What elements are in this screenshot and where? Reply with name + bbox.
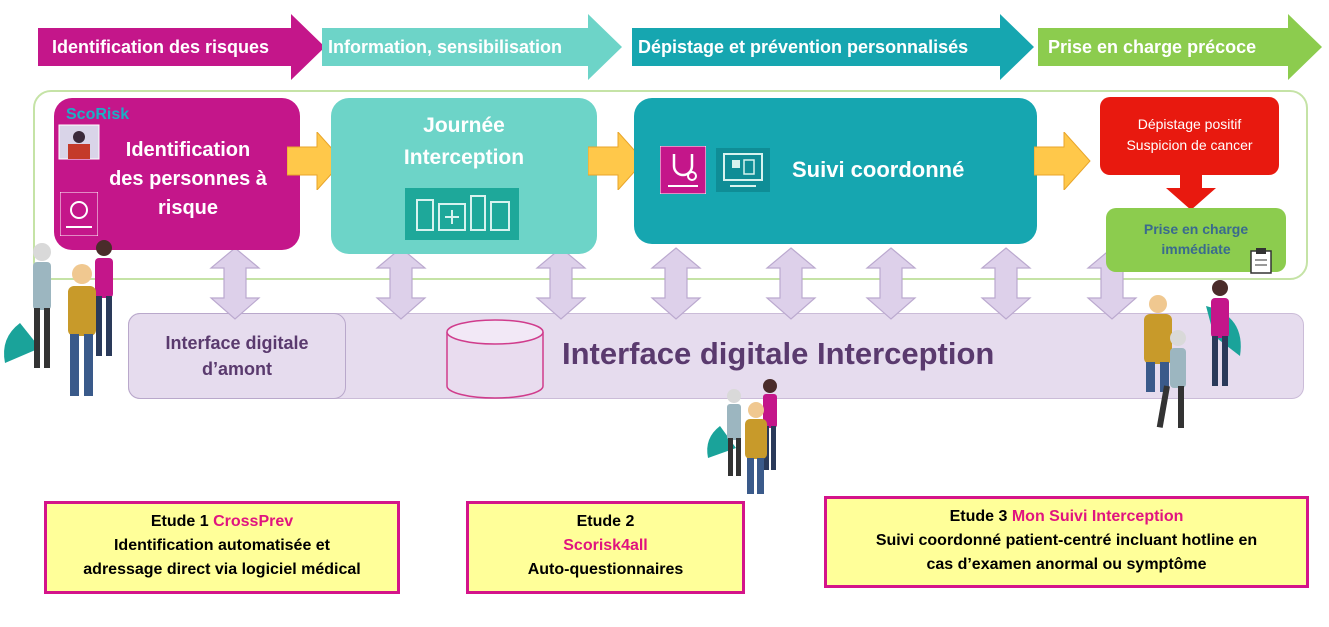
depistage-line: Suspicion de cancer: [1126, 137, 1253, 153]
phase-arrow-3: Dépistage et prévention personnalisés: [632, 14, 1034, 80]
depistage-label: Dépistage positif Suspicion de cancer: [1100, 114, 1279, 156]
study-name: Scorisk4all: [563, 537, 648, 554]
interface-amont-box: Interface digitale d’amont: [128, 313, 346, 399]
flow-arrow-icon: [588, 132, 645, 190]
study-box-1: Etude 1 CrossPrev Identification automat…: [44, 501, 400, 594]
flow-arrow-icon: [287, 132, 344, 190]
people-group-left-icon: [4, 240, 113, 396]
study-description-line: Identification automatisée et: [113, 537, 331, 554]
depistage-line: Dépistage positif: [1137, 116, 1242, 132]
prise-line: Prise en charge: [1143, 221, 1249, 237]
double-arrow-icon: [650, 247, 702, 320]
study-description-line: cas d’examen anormal ou symptôme: [926, 556, 1207, 573]
phase-label: Prise en charge précoce: [1048, 36, 1257, 57]
study-title: Etude 1: [150, 513, 209, 530]
journee-label: Journée Interception: [331, 110, 597, 174]
study-name: Mon Suivi Interception: [1011, 508, 1184, 525]
suivi-label: Suivi coordonné: [792, 157, 965, 182]
interface-amont-line: Interface digitale: [165, 333, 309, 353]
study-description-line: Auto-questionnaires: [527, 561, 684, 578]
doctor-screen-icon: [58, 124, 100, 160]
phase-label: Information, sensibilisation: [328, 36, 563, 57]
phase-arrow-1: Identification des risques: [38, 14, 325, 80]
depistage-positif-box: [1100, 97, 1279, 175]
study-title-row: Etude 1 CrossPrev: [47, 510, 397, 534]
phase-arrow-4: Prise en charge précoce: [1038, 14, 1322, 80]
study-title-row: Etude 3 Mon Suivi Interception: [827, 505, 1306, 529]
down-arrow-icon: [1166, 172, 1216, 210]
study-description-line: Suivi coordonné patient-centré incluant …: [875, 532, 1258, 549]
double-arrow-icon: [980, 247, 1032, 320]
interface-band: [128, 313, 1304, 399]
double-arrow-icon: [765, 247, 817, 320]
study-name: CrossPrev: [213, 513, 294, 530]
flow-arrow-icon: [1034, 132, 1091, 190]
medical-equipment-icon: [405, 188, 519, 240]
phase-label: Dépistage et prévention personnalisés: [638, 36, 969, 57]
interface-amont-line: d’amont: [202, 359, 272, 379]
double-arrow-icon: [209, 247, 261, 320]
medical-logo-icon: [60, 192, 98, 236]
identification-label: Identification des personnes à risque: [98, 136, 278, 223]
identification-line: des personnes à: [109, 168, 267, 190]
double-arrow-icon: [535, 247, 587, 320]
prise-line: immédiate: [1161, 241, 1231, 257]
prise-label: Prise en charge immédiate: [1106, 219, 1286, 259]
monitor-icon: [716, 148, 770, 192]
double-arrow-icon: [375, 247, 427, 320]
study-box-2: Etude 2 Scorisk4all Auto-questionnaires: [466, 501, 745, 594]
clipboard-icon: [1250, 248, 1272, 274]
journee-line: Interception: [403, 146, 525, 169]
study-description-line: adressage direct via logiciel médical: [83, 561, 361, 578]
people-group-center-icon: [707, 379, 777, 494]
study-title: Etude 2: [576, 513, 635, 530]
study-title: Etude 3: [949, 508, 1008, 525]
study-box-3: Etude 3 Mon Suivi Interception Suivi coo…: [824, 496, 1309, 588]
interface-main-label: Interface digitale Interception: [562, 336, 995, 371]
phase-label: Identification des risques: [52, 36, 270, 57]
identification-line: Identification: [125, 139, 251, 161]
stethoscope-icon: [660, 146, 706, 194]
double-arrow-icon: [865, 247, 917, 320]
journee-line: Journée: [423, 114, 505, 137]
double-arrow-icons: [209, 247, 1138, 320]
phase-arrow-2: Information, sensibilisation: [322, 14, 622, 80]
database-icon: [446, 319, 544, 399]
identification-line: risque: [157, 197, 219, 219]
people-group-right-icon: [1144, 280, 1241, 428]
scorisk-logo: ScoRisk: [66, 106, 130, 123]
